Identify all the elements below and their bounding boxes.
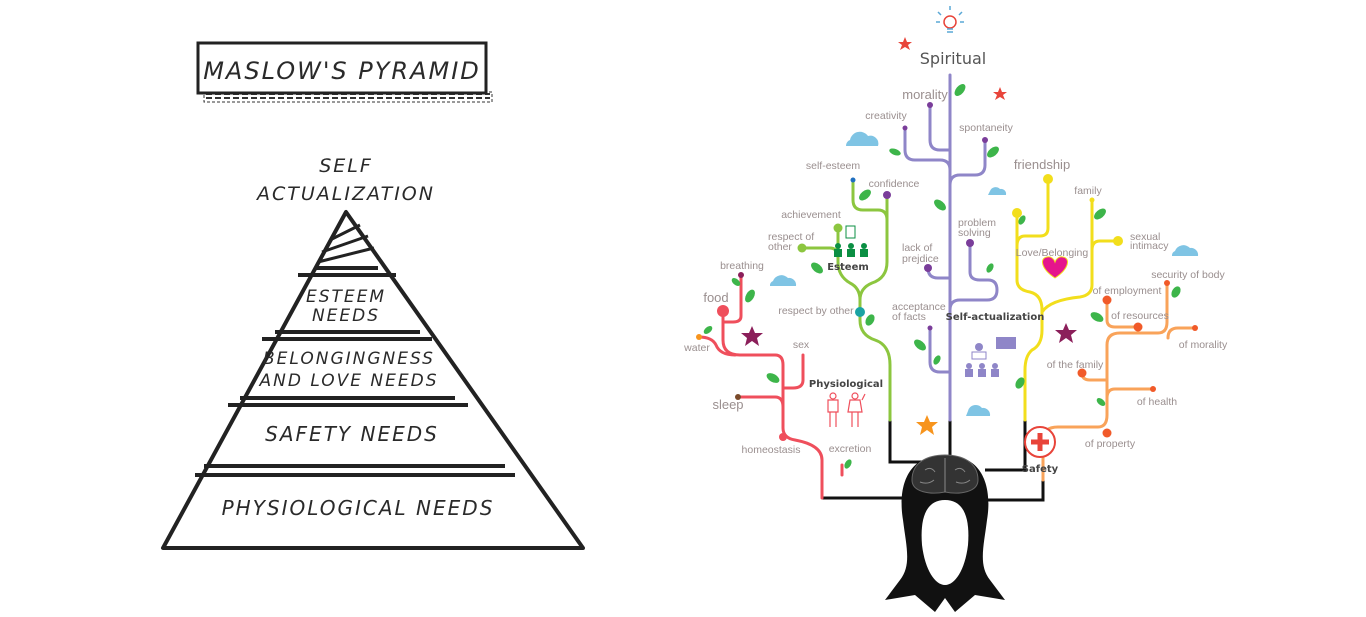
label-of-the-family: of the family (1047, 359, 1104, 371)
physiological-needs-label: PHYSIOLOGICAL NEEDS (222, 496, 495, 520)
label-water: water (683, 342, 710, 354)
belonging-label-1: BELONGINGNESS (263, 349, 435, 369)
safety-cross-icon (1024, 426, 1056, 458)
star-icon (1055, 323, 1077, 343)
lightbulb-icon (936, 6, 964, 33)
physiological-heading: Physiological (809, 379, 883, 390)
breathing-node (738, 272, 744, 278)
label-respect-of-other-2: other (768, 241, 792, 253)
need-labels: morality creativity spontaneity self-est… (683, 87, 1228, 456)
label-morality: morality (902, 87, 948, 102)
respect-of-other-node (797, 243, 807, 253)
achievement-node (833, 223, 843, 233)
self-actualization-label-1: SELF (319, 155, 373, 177)
label-problem-solving-2: solving (958, 227, 991, 239)
self-actualization-heading: Self-actualization (946, 312, 1045, 323)
safety-needs-label: SAFETY NEEDS (265, 422, 439, 446)
label-problem-solving-1: problem (958, 217, 996, 229)
homeostasis-node (779, 433, 787, 441)
label-of-resources: of resources (1111, 310, 1169, 322)
maslow-pyramid-sketch: MASLOW'S PYRAMID SELF ACTUALIZATION ESTE… (161, 41, 585, 550)
love-belonging-heading: Love/Belonging (1016, 247, 1089, 259)
confidence-node (883, 191, 891, 199)
label-confidence: confidence (869, 178, 920, 190)
label-homeostasis: homeostasis (742, 444, 801, 456)
label-sexual-intimacy-2: intimacy (1130, 240, 1169, 252)
water-node (696, 334, 702, 340)
respect-by-other-node (855, 307, 865, 317)
label-friendship: friendship (1014, 157, 1070, 172)
self-esteem-node (850, 177, 856, 183)
pyramid-shape (161, 210, 585, 550)
label-family: family (1074, 185, 1102, 197)
cloud-icon (769, 131, 1199, 416)
sleep-node (735, 394, 741, 400)
title-box: MASLOW'S PYRAMID (196, 41, 493, 103)
esteem-needs-label-2: NEEDS (312, 306, 380, 326)
label-acceptance-2: of facts (892, 311, 926, 323)
label-of-property: of property (1085, 438, 1136, 450)
label-respect-of-other-1: respect of (768, 231, 814, 243)
pyramid-title: MASLOW'S PYRAMID (203, 57, 481, 85)
label-of-employment: of employment (1093, 285, 1162, 297)
needs-tree: Spiritual (683, 6, 1228, 612)
label-breathing: breathing (720, 260, 764, 272)
esteem-people-icon (834, 225, 868, 257)
label-achievement: achievement (781, 209, 841, 221)
label-lack-of-prejdice-1: lack of (902, 242, 932, 254)
label-spontaneity: spontaneity (959, 122, 1013, 134)
belonging-label-2: AND LOVE NEEDS (258, 371, 438, 391)
self-actualization-label-2: ACTUALIZATION (255, 183, 435, 205)
label-sex: sex (793, 339, 810, 351)
love-branch (1015, 177, 1120, 422)
esteem-needs-label-1: ESTEEM (306, 287, 386, 307)
physiological-branch (697, 273, 844, 500)
physiological-people-icon (827, 392, 866, 427)
self-actualization-people-icon (965, 337, 1016, 377)
label-security-of-body: security of body (1151, 269, 1225, 281)
label-lack-of-prejdice-2: prejdice (902, 253, 939, 265)
food-node (717, 305, 729, 317)
safety-heading: Safety (1022, 464, 1059, 475)
label-creativity: creativity (865, 110, 907, 122)
esteem-heading: Esteem (827, 262, 869, 273)
star-icon (898, 37, 1007, 100)
label-food: food (703, 290, 728, 305)
spiritual-title: Spiritual (920, 49, 986, 68)
love-nodes (1012, 174, 1123, 246)
safety-nodes (1077, 280, 1198, 438)
label-of-morality: of morality (1179, 339, 1228, 351)
leaf-icon (703, 84, 1181, 469)
label-respect-by-other: respect by other (778, 305, 854, 317)
label-sleep: sleep (712, 397, 743, 412)
head-silhouette (885, 454, 1005, 612)
heart-icon (1042, 256, 1068, 279)
star-icon (916, 415, 938, 435)
label-of-health: of health (1137, 396, 1177, 408)
label-self-esteem: self-esteem (806, 160, 861, 172)
label-excretion: excretion (829, 443, 872, 455)
label-sexual-intimacy-1: sexual (1130, 231, 1160, 243)
label-acceptance-1: acceptance (892, 301, 946, 313)
star-icon (741, 326, 763, 346)
self-actualization-branch (903, 73, 999, 422)
self-actualization-nodes (902, 102, 988, 331)
